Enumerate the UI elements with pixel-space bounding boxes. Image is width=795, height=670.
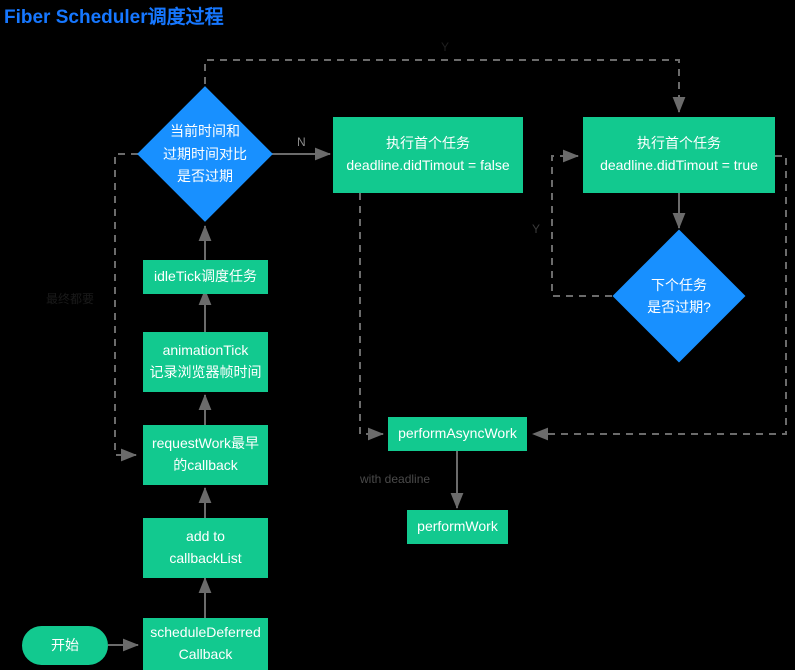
node-next-task-expired[interactable]: 下个任务 是否过期? [612, 229, 746, 363]
node-request-work-line2: 的callback [173, 457, 238, 473]
node-perform-work[interactable]: performWork [407, 510, 508, 544]
node-compare-time-line1: 当前时间和 [170, 123, 240, 140]
node-start-label: 开始 [51, 636, 79, 653]
node-run-first-task-true[interactable]: 执行首个任务 deadline.didTimout = true [583, 117, 775, 193]
node-next-task-expired-line2: 是否过期? [647, 299, 711, 315]
node-run-first-task-true-line2: deadline.didTimout = true [600, 157, 758, 173]
node-request-work[interactable]: requestWork最早 的callback [143, 425, 268, 485]
node-run-first-task-false-line2: deadline.didTimout = false [346, 157, 510, 173]
node-animation-tick-line1: animationTick [162, 342, 249, 359]
edge-nexttask-Y-to-true [551, 149, 612, 297]
node-run-first-task-false-line1: 执行首个任务 [386, 135, 470, 152]
edge-label-with-deadline: with deadline [360, 472, 431, 486]
node-perform-work-label: performWork [417, 518, 498, 535]
edge-label-y-middle: Y [532, 222, 541, 236]
node-next-task-expired-line1: 下个任务 [651, 276, 707, 293]
node-schedule-deferred-callback[interactable]: scheduleDeferred Callback [143, 618, 268, 670]
node-idle-tick-label: idleTick调度任务 [154, 268, 257, 285]
edge-label-n-right: N [297, 135, 306, 149]
node-perform-async-work-label: performAsyncWork [398, 425, 517, 442]
node-add-to-callback-list-line2: callbackList [169, 550, 242, 566]
node-add-to-callback-list[interactable]: add to callbackList [143, 518, 268, 578]
next-task-text: 下个任务 是否过期? [610, 249, 748, 343]
node-compare-time[interactable]: 当前时间和 过期时间对比 是否过期 [137, 86, 273, 222]
node-add-to-callback-list-line1: add to [186, 528, 225, 545]
node-compare-time-line2: 过期时间对比 [163, 145, 247, 162]
edge-compare-Y-to-true [204, 59, 686, 113]
node-run-first-task-false[interactable]: 执行首个任务 deadline.didTimout = false [333, 117, 523, 193]
edge-compare-to-requestwork-loop [114, 153, 138, 462]
node-compare-time-line3: 是否过期 [177, 168, 233, 185]
node-request-work-line1: requestWork最早 [151, 435, 260, 452]
node-animation-tick-line2: 记录浏览器帧时间 [149, 364, 262, 380]
node-run-first-task-true-line1: 执行首个任务 [637, 135, 721, 152]
edge-true-to-async [532, 155, 787, 441]
compare-time-text: 当前时间和 过期时间对比 是否过期 [131, 106, 279, 202]
node-idle-tick[interactable]: idleTick调度任务 [143, 260, 268, 294]
edge-label-y-top: Y [441, 40, 450, 54]
page-title: Fiber Scheduler调度过程 [4, 7, 224, 28]
node-schedule-deferred-callback-line2: Callback [178, 646, 233, 662]
edge-label-eventually: 最终都要 [46, 292, 95, 306]
node-animation-tick[interactable]: animationTick 记录浏览器帧时间 [143, 332, 268, 392]
node-schedule-deferred-callback-line1: scheduleDeferred [150, 624, 261, 641]
edge-false-to-async [359, 193, 384, 441]
node-start[interactable]: 开始 [22, 626, 108, 665]
node-perform-async-work[interactable]: performAsyncWork [388, 417, 527, 451]
